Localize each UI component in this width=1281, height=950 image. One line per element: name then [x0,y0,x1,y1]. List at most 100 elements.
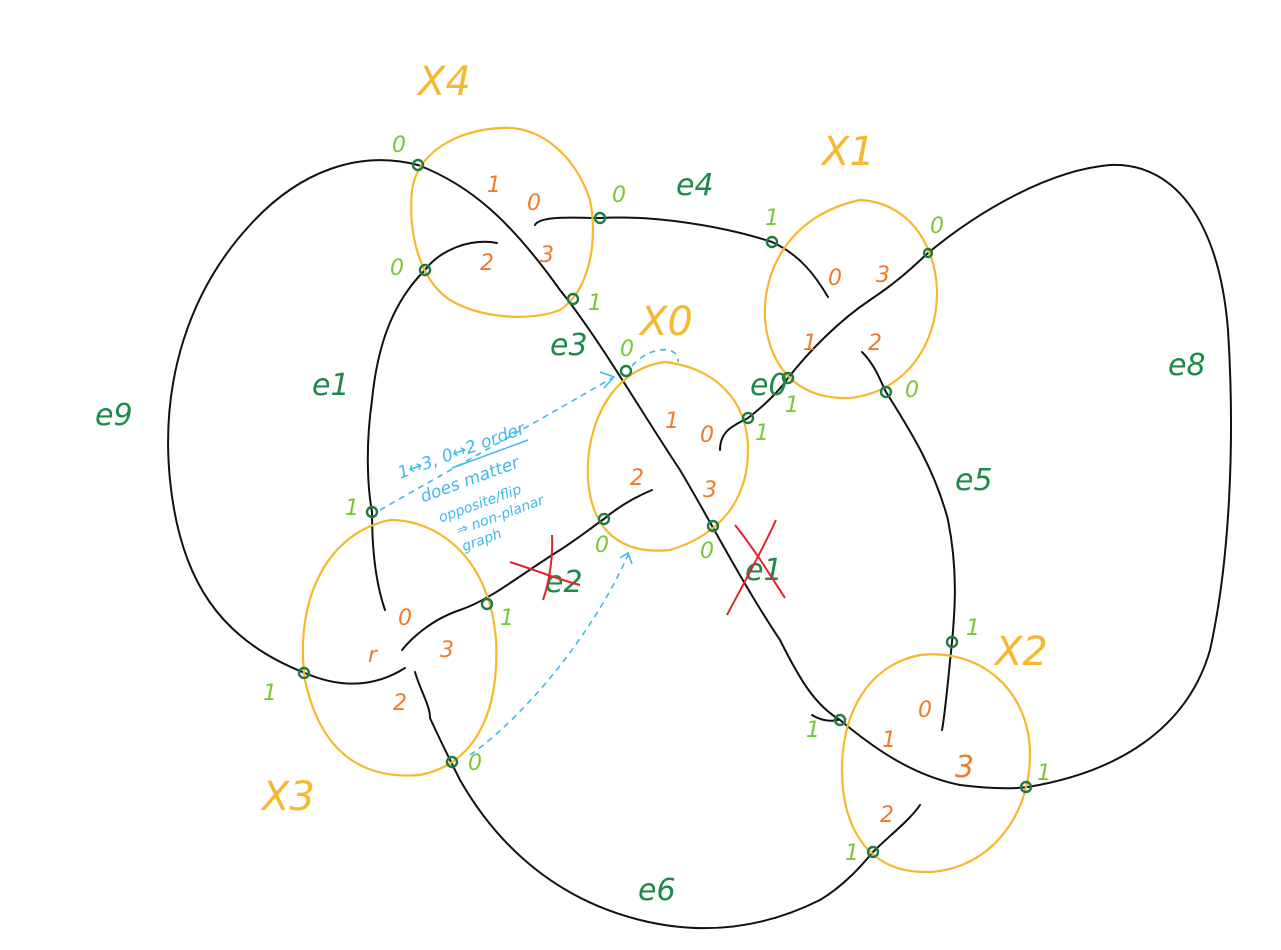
vertex-label-x2: X2 [993,629,1048,675]
port-label-inner: 2 [480,251,494,276]
port-label: 0 [595,533,609,558]
port-label-inner: 3 [540,243,554,268]
port-dot [365,505,379,519]
port-label-inner: 3 [955,750,974,785]
port-label-inner: 2 [630,466,644,491]
port-label-inner: 3 [703,478,717,503]
port-dot [445,755,459,769]
cross-out-e1 [726,519,777,616]
edge-e5 [861,351,956,731]
vertex-label-x0: X0 [638,299,693,345]
port-label: 1 [785,393,799,418]
outer-port-labels: 0 0 0 1 0 1 0 1 0 1 0 0 1 1 1 1 1 1 0 [263,133,1051,786]
port-label: 0 [390,256,404,281]
annotation-arrow-from-x3 [469,554,629,756]
port-dot [879,385,893,399]
annotation-underline [451,439,529,469]
vertex-circle-x4 [410,126,595,318]
edge-label-e0: e0 [750,368,788,403]
vertex-circle-x3 [301,518,498,777]
port-dot [922,247,934,259]
port-dot [1019,780,1033,794]
port-label: 0 [612,183,626,208]
edge-e9 [167,159,419,685]
cross-outs [509,519,786,616]
port-label: 1 [966,616,980,641]
outer-port-labels-extra: 1 [845,841,859,866]
edge-e7 [366,240,498,611]
port-label: 1 [1037,761,1051,786]
port-label-inner: 1 [882,728,896,753]
vertex-circle-x1 [763,198,939,400]
port-label-inner: 2 [868,331,882,356]
port-dot [781,371,795,385]
port-label: 0 [700,539,714,564]
vertex-circle-x2 [840,653,1032,874]
port-label: 1 [263,681,277,706]
arrowhead [599,371,616,389]
port-label: 1 [755,421,769,446]
edge-e8 [927,163,1232,788]
edge-label-e4: e4 [676,168,714,203]
port-dot [765,235,779,249]
edge-label-e5: e5 [955,463,993,498]
port-label: 1 [765,206,779,231]
edge-label-e8: e8 [1168,348,1206,383]
cross-out-e2 [509,561,581,586]
port-label-inner: 3 [440,638,454,663]
port-label-inner: r [368,643,379,668]
port-dots [297,158,1033,859]
cross-out-e1 [734,524,786,599]
port-label: 0 [468,751,482,776]
port-label-inner: 3 [876,263,890,288]
vertex-label-x4: X4 [416,59,471,105]
arrowhead [619,551,633,565]
annotation: 1↔3, 0↔2 order does matter opposite/flip… [379,348,679,756]
edge-e2 [401,489,653,651]
port-label: 1 [806,718,820,743]
vertex-label-x3: X3 [260,774,315,820]
port-dot [480,597,494,611]
port-label: 0 [905,378,919,403]
port-label-inner: 0 [828,266,842,291]
port-label-inner: 1 [487,173,501,198]
port-label: 0 [620,337,634,362]
port-dot [706,519,720,533]
annotation-loop-x0 [631,348,679,367]
port-label-inner: 1 [665,409,679,434]
port-label-inner: 2 [880,803,894,828]
port-dot [866,845,880,859]
port-dot [741,411,755,425]
port-label: 0 [930,214,944,239]
inner-port-labels: 1 0 2 3 0 3 1 2 1 0 2 3 0 r 3 2 0 1 3 2 [368,173,974,828]
port-dot [418,263,432,277]
vertex-label-x1: X1 [820,129,875,175]
edge-e4 [534,216,829,298]
edge-label-e7: e1 [312,368,350,403]
port-dot [597,512,611,526]
port-label: 1 [588,291,602,316]
edge-e3 [417,164,1029,790]
vertex-circles [301,126,1032,874]
port-dot [833,713,847,727]
port-label-inner: 0 [527,191,541,216]
port-dot [297,666,311,680]
edge-label-e3: e3 [550,328,588,363]
port-label-inner: 0 [700,423,714,448]
port-label: 0 [392,133,406,158]
annotation-arrow-to-x0-top [379,377,613,511]
port-label-inner: 0 [918,698,932,723]
port-label-inner: 0 [398,606,412,631]
port-dot [566,292,580,306]
cross-out-e2 [542,534,554,601]
port-dot [593,211,607,225]
port-dot [945,635,959,649]
edge-label-e9: e9 [95,398,133,433]
vertex-labels: X4 X1 X0 X3 X2 [260,59,1048,820]
edge-label-e6: e6 [638,873,676,908]
port-label: 1 [845,841,859,866]
port-dot [619,364,633,378]
vertex-circle-x0 [586,360,750,552]
port-label-inner: 1 [803,331,817,356]
